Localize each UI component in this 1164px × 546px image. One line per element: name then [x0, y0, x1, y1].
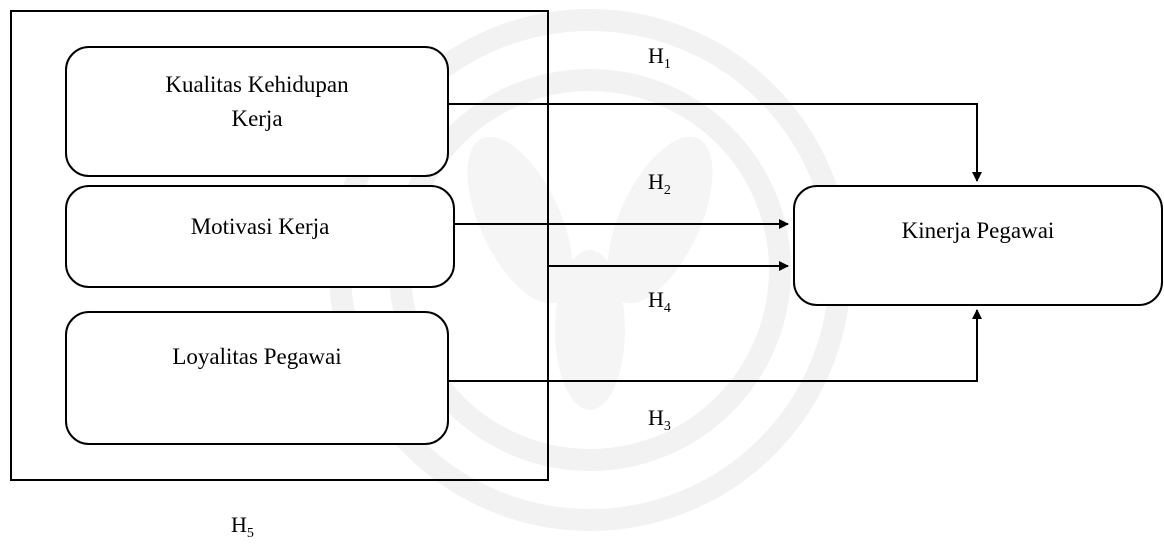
- hypothesis-label-h3: H3: [648, 405, 671, 435]
- hypothesis-label-h5: H5: [231, 512, 254, 542]
- hypothesis-label-h2: H2: [648, 169, 671, 199]
- hypothesis-label-h4: H4: [648, 287, 671, 317]
- connector-h3: [448, 309, 982, 382]
- group-box: [10, 10, 549, 481]
- node-kinerja-pegawai: Kinerja Pegawai: [793, 185, 1163, 306]
- node-kualitas-kehidupan-kerja: Kualitas Kehidupan Kerja: [65, 46, 449, 177]
- hypothesis-label-h1: H1: [648, 43, 671, 73]
- node-label-line: Kualitas Kehidupan: [165, 72, 349, 97]
- node-label-line: Kerja: [231, 106, 283, 131]
- node-motivasi-kerja: Motivasi Kerja: [65, 185, 455, 288]
- node-label-line: Kinerja Pegawai: [901, 218, 1055, 243]
- node-label-line: Loyalitas Pegawai: [172, 344, 342, 369]
- node-label-line: Motivasi Kerja: [190, 214, 330, 239]
- node-loyalitas-pegawai: Loyalitas Pegawai: [65, 311, 449, 445]
- connector-h1: [448, 103, 982, 182]
